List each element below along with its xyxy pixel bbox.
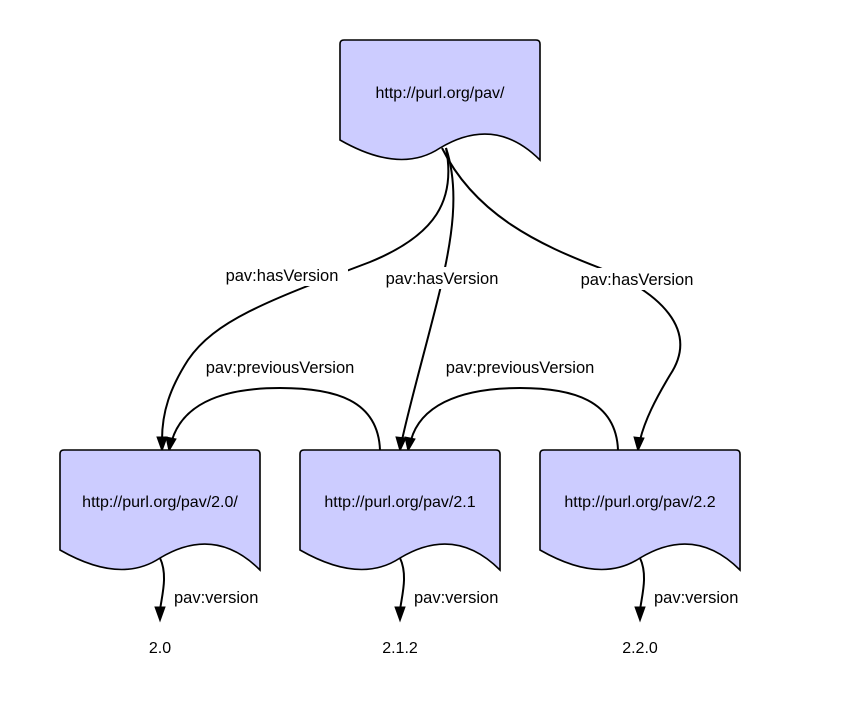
version-value-2-2: 2.2.0 [622,640,658,657]
arrowhead-version-2-1 [394,606,406,623]
edge-label-previous-version-2-1: pav:previousVersion [206,359,355,377]
version-value-2-0: 2.0 [149,640,171,657]
node-version-2-1: http://purl.org/pav/2.1 [299,449,501,572]
edge-label-bg [194,356,366,378]
node-label-2-1: http://purl.org/pav/2.1 [324,494,475,511]
node-root: http://purl.org/pav/ [339,39,541,162]
edge-previous-version-2-2-to-2-1 [410,386,619,451]
version-value-2-1: 2.1.2 [382,640,418,657]
node-label-2-2: http://purl.org/pav/2.2 [564,494,715,511]
edge-label-version-2-2: pav:version [654,589,738,607]
edge-label-previous-version-2-2: pav:previousVersion [446,359,595,377]
node-label-root: http://purl.org/pav/ [376,85,506,102]
edge-version-2-1 [399,557,406,611]
edge-version-2-0 [159,557,166,611]
arrowhead-version-2-2 [634,606,646,623]
edge-label-version-2-0: pav:version [174,589,258,607]
edge-previous-version-2-1-to-2-0 [171,386,381,451]
edge-has-version-2-2 [441,147,682,441]
node-version-2-0: http://purl.org/pav/2.0/ [59,449,261,572]
edge-label-has-version-2-0: pav:hasVersion [226,267,339,285]
edge-label-bg [434,356,606,378]
arrowhead-previous-version-2-1-to-2-0 [165,436,177,453]
document-shape-2-1 [299,449,501,572]
arrowhead-has-version-2-2 [633,436,645,453]
arrowhead-previous-version-2-2-to-2-1 [404,436,416,453]
arrowhead-has-version-2-1 [395,436,407,453]
node-label-2-0: http://purl.org/pav/2.0/ [82,494,238,511]
edge-version-2-2 [639,557,646,611]
edge-label-bg [571,268,703,290]
edge-label-bg [216,264,348,286]
edge-label-version-2-1: pav:version [414,589,498,607]
edge-label-has-version-2-2: pav:hasVersion [581,271,694,289]
arrowhead-has-version-2-0 [156,436,168,453]
arrowhead-version-2-0 [154,606,166,623]
edge-label-bg [376,267,508,289]
node-version-2-2: http://purl.org/pav/2.2 [539,449,741,572]
document-shape-2-0 [59,449,261,572]
document-shape-2-2 [539,449,741,572]
edge-label-has-version-2-1: pav:hasVersion [386,270,499,288]
edge-has-version-2-1 [401,147,455,441]
edge-has-version-2-0 [161,147,450,441]
document-shape-root [339,39,541,162]
